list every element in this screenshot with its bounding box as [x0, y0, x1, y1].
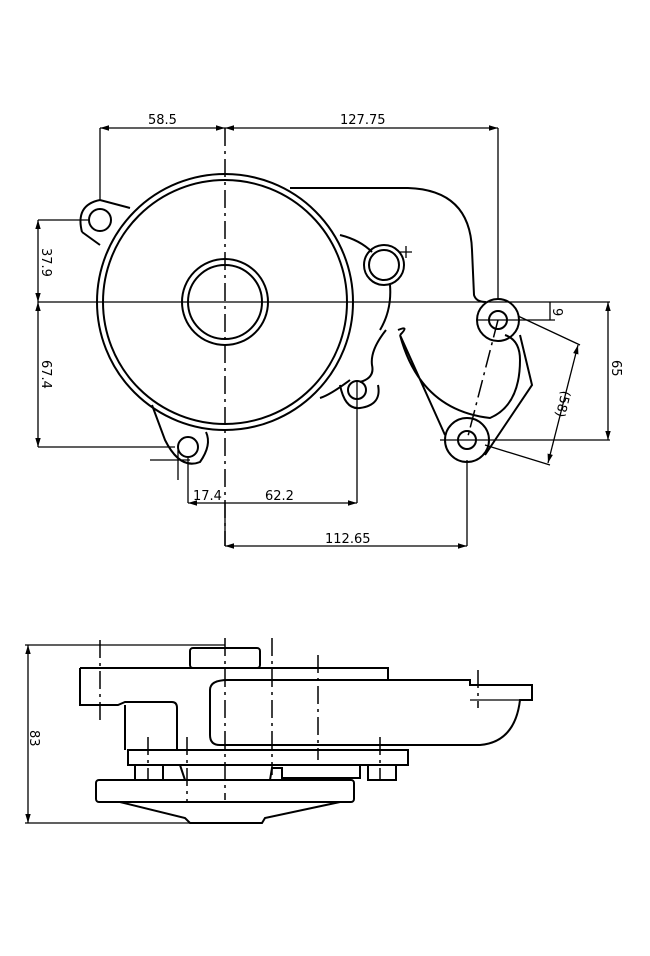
left-ear — [79, 198, 131, 233]
dim-58: (58) — [552, 389, 573, 419]
dim-67-4: 67.4 — [38, 360, 53, 389]
nut — [367, 764, 397, 781]
dim-83: 83 — [26, 730, 41, 747]
top-view: 58.5 127.75 37.9 67.4 65 9 (58) 17.4 62.… — [35, 113, 623, 549]
dim-65: 65 — [608, 360, 623, 377]
housing-outline — [290, 187, 534, 456]
dim-17-4: 17.4 — [193, 489, 222, 504]
dim-62-2: 62.2 — [265, 489, 294, 504]
flange — [127, 749, 409, 766]
dim-9: 9 — [549, 308, 564, 316]
nut — [134, 764, 164, 781]
bolt-hole — [177, 436, 199, 458]
dim-127-75: 127.75 — [340, 113, 386, 128]
boss-outer — [363, 244, 405, 286]
side-view: 83 — [25, 638, 533, 824]
bolt-hole — [88, 208, 112, 232]
dim-112-65: 112.65 — [325, 532, 371, 547]
dim-58-5: 58.5 — [148, 113, 177, 128]
boss-hole — [368, 249, 400, 281]
dim-37-9: 37.9 — [38, 248, 53, 277]
